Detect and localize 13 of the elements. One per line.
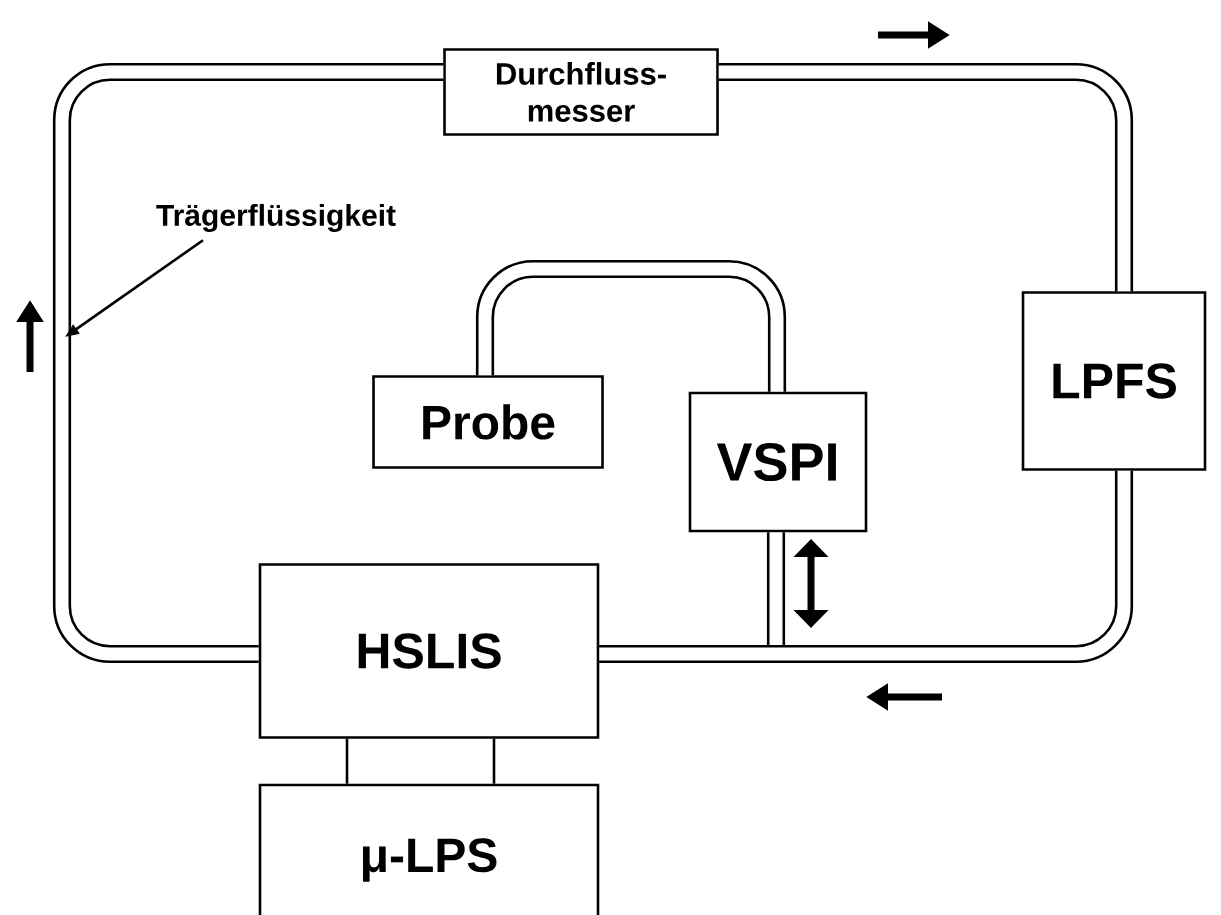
process-box: LPFS — [1021, 291, 1207, 471]
tube — [599, 470, 1134, 664]
process-box: Durchfluss- messer — [443, 48, 719, 136]
tube — [475, 259, 787, 392]
process-box: HSLIS — [258, 563, 600, 739]
connector-line — [492, 738, 496, 784]
connector-line — [345, 738, 349, 784]
text-label: Trägerflüssigkeit — [156, 203, 396, 233]
process-box: Probe — [372, 375, 604, 469]
process-box: μ-LPS — [258, 783, 600, 915]
tube — [718, 62, 1134, 292]
tube — [52, 62, 444, 664]
process-box: VSPI — [688, 391, 868, 533]
